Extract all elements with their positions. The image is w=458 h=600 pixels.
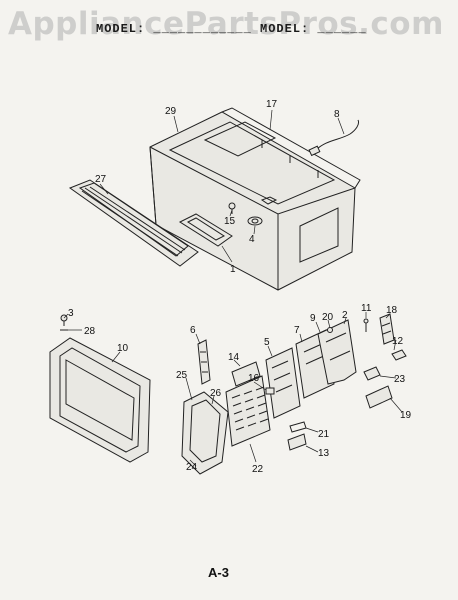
part-label: 26	[210, 388, 222, 399]
part-label: 1	[230, 264, 236, 275]
part-number-labels: 29 17 8 27 15 4 1 3 28 10 6 14 25 26 24 …	[68, 99, 412, 475]
part-label: 24	[186, 462, 198, 473]
model-header: MODEL: ____________ MODEL: ______	[96, 22, 367, 36]
plate-part	[365, 385, 393, 409]
bracket-13	[287, 433, 307, 451]
part-label: 20	[322, 312, 334, 323]
part-label: 8	[334, 109, 340, 120]
display-window	[231, 361, 261, 387]
part-label: 27	[95, 174, 107, 185]
control-board	[265, 347, 301, 419]
page-number-label: A-3	[208, 565, 229, 580]
vent-cover	[178, 213, 233, 247]
relay-part	[363, 366, 381, 381]
part-label: 12	[392, 336, 404, 347]
grommet-part	[247, 216, 263, 226]
screw-part	[228, 202, 236, 214]
door-assembly	[49, 337, 151, 463]
control-panel-frame	[181, 391, 229, 475]
latch-bracket	[197, 339, 211, 385]
main-bracket	[317, 319, 357, 385]
part-label: 22	[252, 464, 264, 475]
keypad-membrane	[225, 375, 271, 447]
hinge-screw	[60, 314, 68, 331]
switch-part	[379, 313, 395, 345]
part-label: 15	[224, 216, 236, 227]
screw-11	[363, 318, 369, 332]
vent-grille	[68, 179, 199, 267]
part-label: 17	[266, 99, 278, 110]
part-label: 5	[264, 337, 270, 348]
part-label: 21	[318, 429, 330, 440]
part-label: 11	[361, 303, 372, 314]
part-label: 28	[84, 326, 96, 337]
part-label: 6	[190, 325, 196, 336]
part-label: 19	[400, 410, 412, 421]
part-label: 16	[248, 373, 260, 384]
leader-lines	[63, 109, 403, 467]
back-panel	[221, 107, 361, 189]
part-label: 14	[228, 352, 240, 363]
part-label: 2	[342, 310, 348, 321]
part-label: 23	[394, 374, 406, 385]
part-label: 25	[176, 370, 188, 381]
part-label: 29	[165, 106, 177, 117]
clip-part	[289, 421, 307, 433]
part-label: 3	[68, 308, 74, 319]
part-label: 10	[117, 343, 129, 354]
switch-12	[391, 349, 407, 361]
part-label: 7	[294, 325, 300, 336]
power-cord	[308, 119, 359, 157]
part-label: 9	[310, 313, 316, 324]
screw-20	[327, 327, 333, 333]
connector-part	[265, 387, 275, 395]
part-label: 13	[318, 448, 330, 459]
part-label: 4	[249, 234, 255, 245]
part-label: 18	[386, 305, 398, 316]
